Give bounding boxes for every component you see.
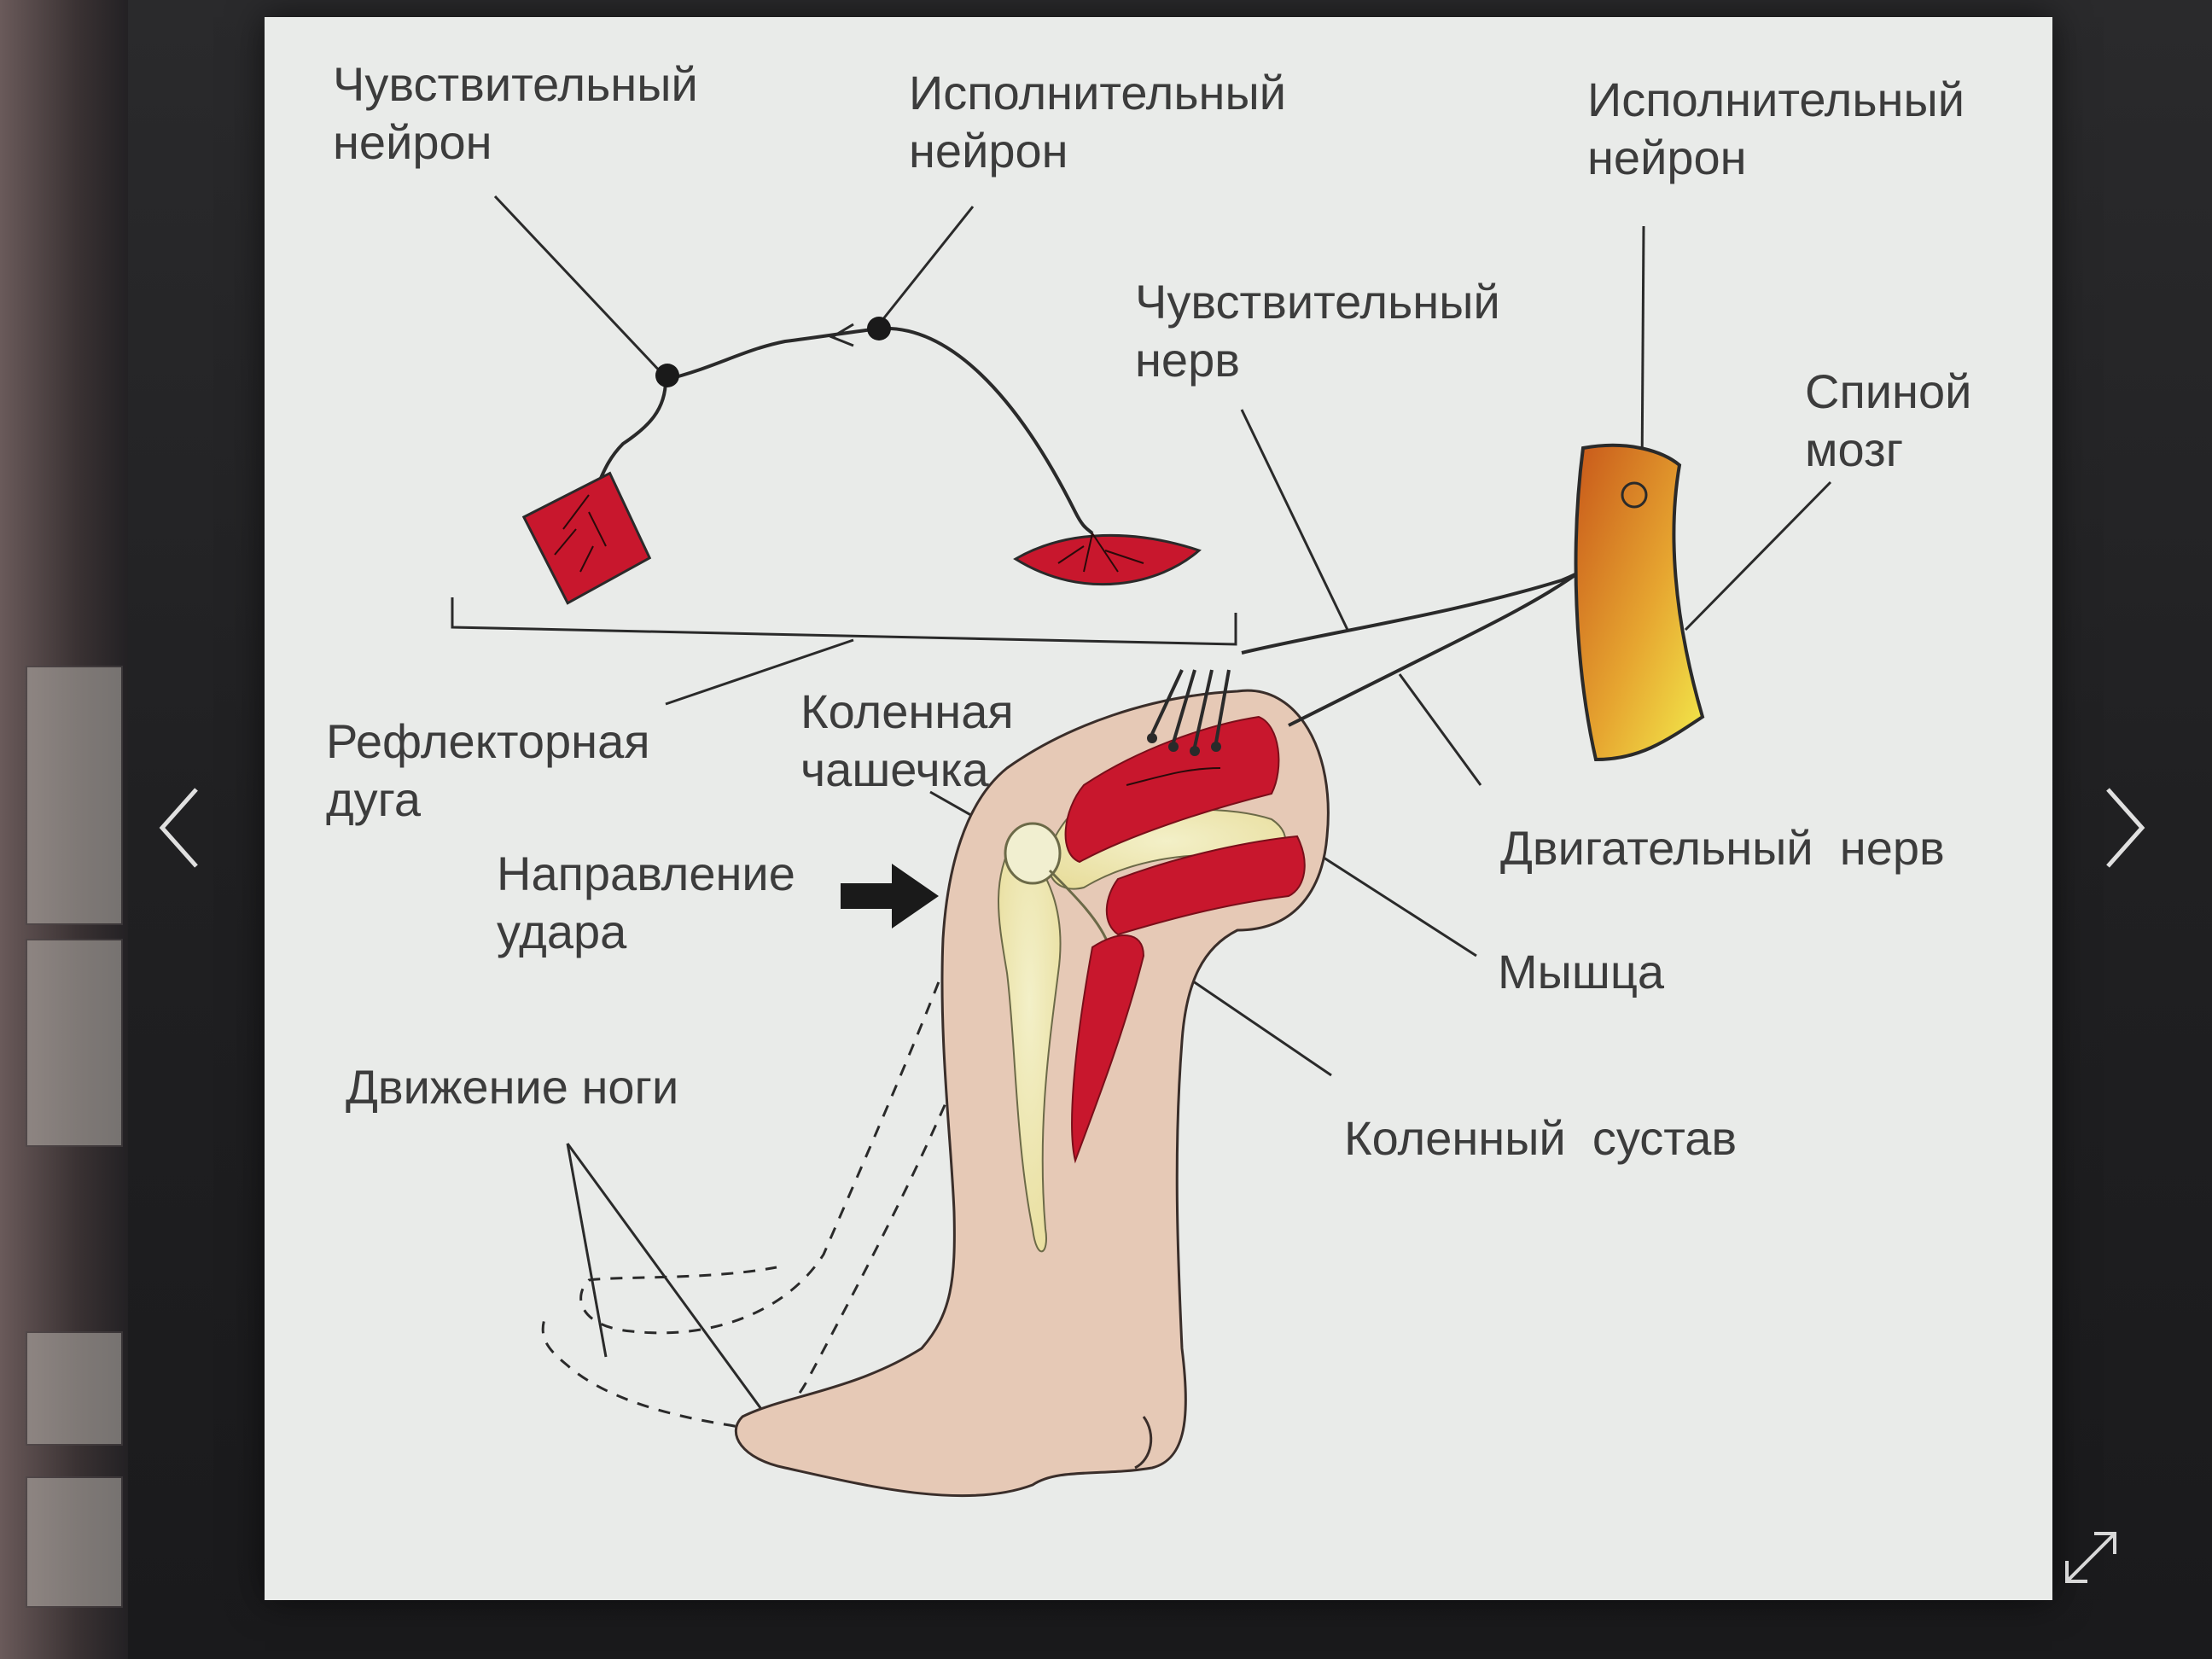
fullscreen-button[interactable] bbox=[2057, 1523, 2125, 1592]
next-button[interactable] bbox=[2082, 777, 2159, 879]
kneecap bbox=[1004, 822, 1062, 885]
motor-neuron-body bbox=[867, 317, 891, 341]
label-leg-movement: Движение ноги bbox=[346, 1060, 679, 1114]
chevron-left-icon bbox=[159, 788, 198, 868]
muscle-leaf bbox=[1013, 533, 1202, 586]
thigh-muscle-upper bbox=[1064, 715, 1280, 864]
label-spinal-cord: Спиной мозг bbox=[1805, 364, 1972, 476]
calf-muscle bbox=[1071, 934, 1145, 1164]
label-muscle: Мышца bbox=[1498, 945, 1665, 998]
reflex-arc-bracket bbox=[451, 597, 1237, 646]
reflex-arc-neurons bbox=[521, 317, 1202, 605]
slide-image: Чувствительный нейрон Исполнительный ней… bbox=[265, 17, 2052, 1600]
label-motor-neuron-top: Исполнительный нейрон bbox=[909, 66, 1286, 178]
prev-button[interactable] bbox=[145, 777, 222, 879]
expand-arrows-icon bbox=[2065, 1532, 2116, 1583]
strike-arrow bbox=[841, 864, 939, 928]
label-knee-joint: Коленный сустав bbox=[1344, 1111, 1738, 1165]
thigh-muscle-lower bbox=[1105, 835, 1306, 936]
label-motor-nerve: Двигательный нерв bbox=[1500, 821, 1945, 875]
thumbnail[interactable] bbox=[26, 939, 123, 1147]
spinal-cord bbox=[1574, 443, 1705, 762]
chevron-right-icon bbox=[2106, 788, 2145, 868]
thumbnail[interactable] bbox=[26, 666, 123, 925]
label-motor-neuron-right: Исполнительный нейрон bbox=[1587, 73, 1965, 184]
label-sensory-neuron: Чувствительный нейрон bbox=[333, 57, 698, 169]
leg bbox=[734, 689, 1330, 1498]
thumbnail[interactable] bbox=[26, 1476, 123, 1608]
thumbnail-strip bbox=[0, 0, 128, 1659]
sensory-neuron-body bbox=[655, 364, 679, 387]
label-reflex-arc: Рефлекторная дуга bbox=[326, 714, 650, 826]
reflex-arc-diagram bbox=[451, 195, 1832, 1498]
label-strike-direction: Направление удара bbox=[497, 847, 795, 958]
label-kneecap: Коленная чашечка bbox=[800, 684, 1014, 796]
receptor-square bbox=[521, 471, 652, 605]
label-sensory-nerve: Чувствительный нерв bbox=[1135, 275, 1500, 387]
thumbnail[interactable] bbox=[26, 1331, 123, 1446]
